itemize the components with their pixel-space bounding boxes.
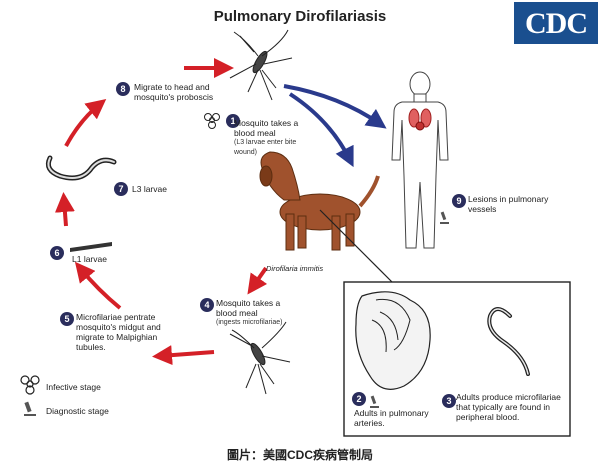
cdc-logo: CDC: [514, 2, 598, 44]
stage-5-label: Microfilariae pentrate mosquito's midgut…: [76, 312, 161, 352]
image-caption: 圖片：美國CDC疾病管制局: [227, 448, 373, 462]
stage-9-badge: 9: [452, 194, 466, 208]
cycle-arrows: [54, 58, 268, 366]
inset-pointer: [319, 209, 395, 285]
stage-6-label: L1 larvae: [72, 254, 107, 264]
stage-4-sub: (ingests microfilariae): [216, 319, 283, 326]
stage-4-badge: 4: [200, 298, 214, 312]
legend-infective: Infective stage: [46, 382, 101, 392]
human: [391, 71, 449, 249]
l1-larva: [70, 242, 112, 252]
dog: [259, 151, 380, 251]
stage-7-label: L3 larvae: [132, 184, 167, 194]
adult-worm: [487, 307, 530, 376]
arrow-4-to-5: [152, 345, 215, 366]
diagram-title: Pulmonary Dirofilariasis: [213, 8, 387, 25]
arrow-1-to-human: [283, 84, 387, 129]
mosquito-bottom: [229, 321, 291, 395]
stage-1-text: Mosquito takes a blood meal: [234, 118, 299, 138]
arrow-7-to-8: [64, 99, 107, 147]
stage-6-badge: 6: [50, 246, 64, 260]
stage9-diagnostic-icon: [440, 211, 449, 224]
infective-icon: [20, 375, 40, 395]
stage-2-label: Adults in pulmonary arteries.: [354, 408, 429, 428]
species-label: Dirofilaria immitis: [266, 264, 324, 273]
heart: [355, 291, 431, 390]
stage-3-label: Adults produce microfilariae that typica…: [456, 392, 561, 422]
stage-1-sub: (L3 larvae enter bite wound): [234, 139, 297, 156]
stage-2-badge: 2: [352, 392, 366, 406]
mosquito-top: [229, 29, 293, 101]
legend-diagnostic: Diagnostic stage: [46, 406, 109, 416]
arrow-5-to-6: [74, 261, 122, 310]
stage-1-label: Mosquito takes a blood meal (L3 larvae e…: [234, 118, 318, 158]
arrow-1-to-dog: [288, 92, 354, 168]
diagnostic-icon: [24, 401, 36, 416]
arrow-6-to-7: [54, 192, 75, 227]
stage-5-badge: 5: [60, 312, 74, 326]
stage-4-label: Mosquito takes a blood meal (ingests mic…: [216, 298, 300, 328]
stage-9-label: Lesions in pulmonary vessels: [468, 194, 549, 214]
stage-8-label: Migrate to head and mosquito's proboscis: [134, 82, 214, 102]
stage1-infective-icon: [204, 113, 220, 129]
stage2-diagnostic-icon: [370, 395, 379, 408]
stage-4-text: Mosquito takes a blood meal: [216, 298, 281, 318]
inset-box: [343, 281, 571, 437]
arrow-dog-to-4: [247, 266, 268, 295]
stage-3-badge: 3: [442, 394, 456, 408]
stage-1-badge: 1: [226, 114, 240, 128]
stage-7-badge: 7: [114, 182, 128, 196]
l3-larva: [45, 155, 117, 181]
stage-8-badge: 8: [116, 82, 130, 96]
